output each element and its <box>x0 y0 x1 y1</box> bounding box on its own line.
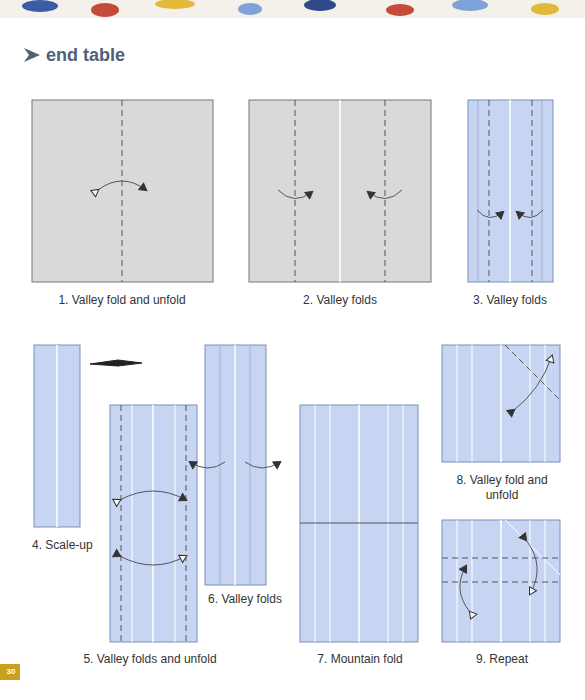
step-9 <box>442 520 560 642</box>
step-5 <box>110 405 197 642</box>
step-2 <box>249 100 431 282</box>
step-caption: 7. Mountain fold <box>295 652 425 667</box>
step-caption: 2. Valley folds <box>260 293 420 308</box>
page-title: end table <box>46 44 246 66</box>
step-7 <box>300 405 418 642</box>
step-1 <box>32 100 213 282</box>
page-tab <box>0 664 20 680</box>
decor-strip <box>0 0 585 18</box>
step-caption: 1. Valley fold and unfold <box>32 293 212 308</box>
step-caption: 6. Valley folds <box>190 592 300 607</box>
page-number: 30 <box>2 667 20 677</box>
step-caption: 5. Valley folds and unfold <box>60 652 240 667</box>
scale-up-symbol <box>90 360 142 366</box>
step-caption: 4. Scale-up <box>32 538 142 553</box>
step-caption: 3. Valley folds <box>455 293 565 308</box>
step-6 <box>190 345 280 585</box>
step-caption: 9. Repeat <box>452 652 552 667</box>
step-3 <box>468 100 553 282</box>
step-caption: 8. Valley fold and unfold <box>447 473 557 503</box>
step-8 <box>442 345 560 462</box>
title-arrow <box>24 48 40 62</box>
